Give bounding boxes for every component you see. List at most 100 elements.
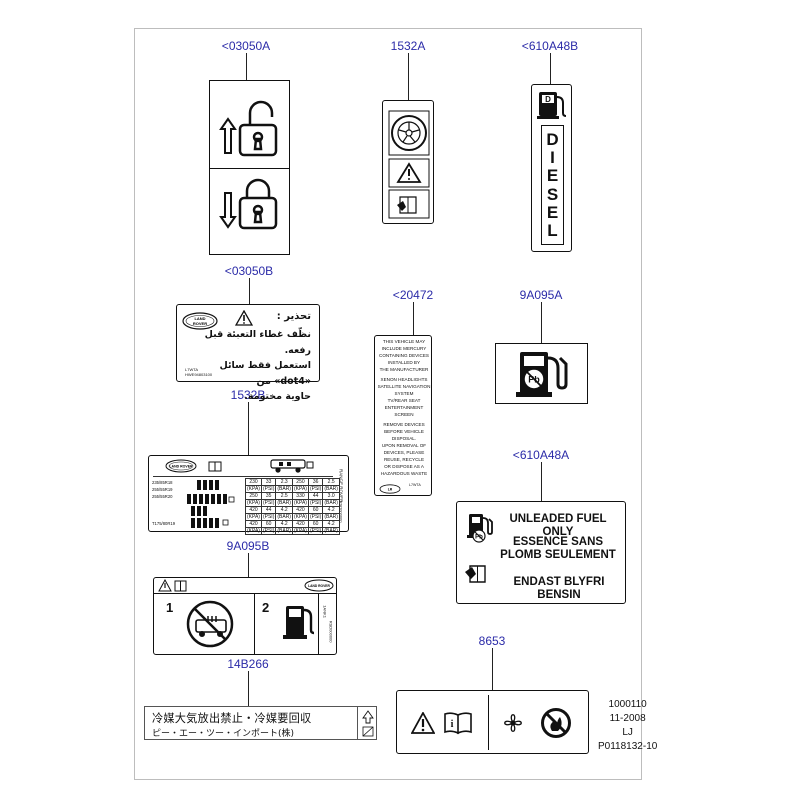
svg-text:LAND ROVER: LAND ROVER [308,584,330,588]
refuelling-label: LAND ROVER 1 2 1ANK1 RSD000000 [153,577,337,655]
table-cell: (KPA) [245,485,262,493]
mercury-line: SYSTEM [394,391,414,396]
leader-line [249,278,250,304]
vehicle-load-icon [270,459,314,473]
part-number-1532b: 1532B [230,388,266,402]
table-cell: 33 [260,478,277,486]
mercury-line: REMOVE DEVICES [383,422,425,427]
table-cell: 35 [260,492,277,500]
table-cell: (BAR) [322,527,340,535]
arabic-line: نظّف غطاء التعبئة قبل رفعه. [204,329,311,356]
diesel-letter: D [546,129,559,149]
no-open-flame-icon [541,708,571,738]
table-cell: 420 [291,520,309,528]
diesel-letter: E [546,166,559,186]
mercury-line: XENON HEADLIGHTS [380,377,428,382]
table-cell: (KPA) [245,513,262,521]
table-cell: (PSI) [260,499,277,507]
leader-line [246,53,247,80]
table-cell: (PSI) [260,513,277,521]
label-code: L7WTA [409,483,421,487]
reference-line: 1000110 [608,699,647,710]
arrow-down-icon [219,192,237,229]
part-number-03050a: <03050A [221,39,271,53]
owner-manual-icon [208,461,222,472]
mercury-line: DEVICES, PLEASE [383,450,425,455]
mercury-line: INCLUDE MERCURY [381,346,427,351]
reference-line: P0118132-10 [598,741,658,752]
table-cell: 4.2 [275,506,293,514]
table-cell: 420 [245,520,262,528]
tyre-pressure-label: LAND ROVER 235/85R18 255/55R19 255/55R20… [148,455,349,535]
occupant-load-icons [187,480,235,528]
no-lead-icon: Pb [472,529,486,543]
unlocked-padlock-icon [238,100,278,157]
table-cell: (BAR) [275,485,293,493]
drawing-reference: 1000110 11-2008 LJ P0118132-10 [598,698,657,754]
label-code: L7WTA HWE94803100 [185,367,212,377]
table-cell: 60 [307,520,324,528]
label-code-line: L7WTA [185,367,199,372]
mercury-line: BEFORE VEHICLE [384,429,424,434]
owner-manual-icon [388,189,430,219]
arabic-heading: تحذير : [276,311,311,322]
japanese-line: ピー・エー・ツー・インポート(株) [152,729,295,739]
mercury-line: DISPOSAL. [391,436,417,441]
tyre-label-side-text: RANGE ROVER RSD000000 [335,462,347,528]
table-cell: 36 [307,478,324,486]
table-cell: (KPA) [245,527,262,535]
leader-line [408,53,409,100]
part-number-20472: <20472 [392,288,434,302]
svg-text:Pb: Pb [475,534,483,540]
part-number-1532a: 1532A [390,39,426,53]
warning-triangle-icon [235,310,253,326]
part-number-9a095a: 9A095A [519,288,563,302]
label-code: RSD000000 [328,620,334,643]
table-cell: 420 [245,506,262,514]
leader-line [550,53,551,84]
mercury-line: TV/REAR SEAT [387,398,421,403]
arabic-line: استعمل فقط سائل «dot4» من [219,360,312,387]
land-rover-logo: LR [379,484,401,494]
diesel-label: D D I E S E L [531,84,572,252]
tyre-size-list: 235/85R18 255/55R19 255/55R20 T175/80R19 [152,479,178,527]
mercury-line: HAZARDOUS WASTE [380,471,428,476]
part-number-8653: 8653 [478,634,506,648]
warning-triangle-icon [388,158,430,188]
table-row: (KPA)(PSI)(BAR) (KPA)(PSI)(BAR) [245,485,340,493]
mercury-line: THIS VEHICLE MAY [382,339,426,344]
svg-text:LR: LR [388,488,393,492]
wheel-warning-label [382,100,434,224]
leader-line [248,671,249,706]
step-number: 1 [166,600,174,615]
table-cell: (BAR) [275,527,293,535]
wheel-icon [388,110,430,156]
svg-text:LAND ROVER: LAND ROVER [169,465,193,469]
lock-unlock-label [209,80,290,255]
warning-manual-icons [158,579,187,592]
table-row: (KPA)(PSI)(BAR) (KPA)(PSI)(BAR) [245,513,340,521]
table-cell: (PSI) [307,499,324,507]
mercury-devices-label: THIS VEHICLE MAY INCLUDE MERCURY CONTAIN… [374,335,432,496]
reference-line: 11-2008 [609,713,646,724]
svg-text:LAND: LAND [194,316,205,321]
arabic-warning-label: LAND ROVER تحذير : نظّف غطاء التعبئة قبل… [176,304,320,402]
arabic-line: حاوية مختومة. [244,391,311,402]
table-cell: (PSI) [307,485,324,493]
table-cell: 60 [307,506,324,514]
land-rover-logo: LAND ROVER [182,312,218,330]
no-vehicle-running-icon [186,600,234,648]
fuel-line: ESSENCE SANS [512,536,604,548]
refrigerant-label: 冷媒大気放出禁止・冷媒要回収 ピー・エー・ツー・インポート(株) [144,706,377,740]
leader-line [248,402,249,455]
part-number-03050b: <03050B [224,264,274,278]
mercury-line: THE MANUFACTURER [379,367,429,372]
table-cell: 44 [307,492,324,500]
fuel-line: PLOMB SEULEMENT [500,549,616,561]
table-cell: 420 [291,506,309,514]
mercury-line: INSTALLED BY [387,360,421,365]
table-cell: (BAR) [275,499,293,507]
fuel-pump-icon: D [537,92,567,119]
diagram-frame [134,28,642,780]
